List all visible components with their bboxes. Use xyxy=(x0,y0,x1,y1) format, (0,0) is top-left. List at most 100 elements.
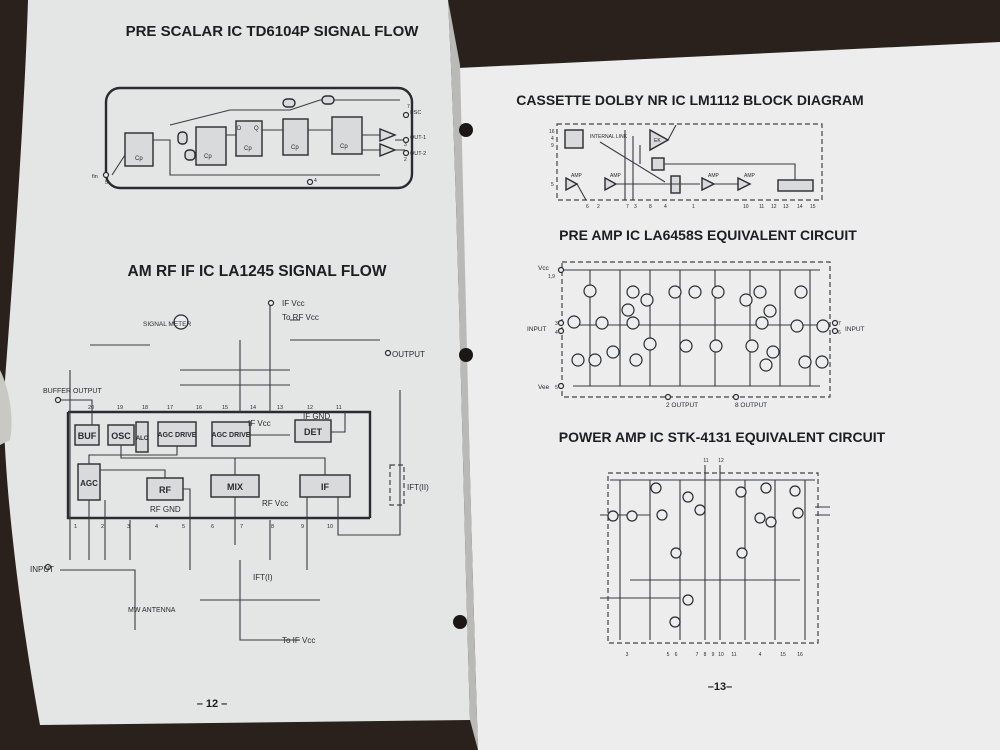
diagram-label: 8 xyxy=(271,524,274,530)
dolby-block-diagram: INTERNAL LINK EK AMP AMP AMP AMP 16 4 9 … xyxy=(549,123,823,210)
diagram-label: AGC DRIVE xyxy=(158,432,197,439)
binder-hole xyxy=(459,348,473,362)
diagram-label: 4 xyxy=(551,136,554,142)
diagram-label: AGC DRIVE xyxy=(212,432,251,439)
diagram-label: 5 xyxy=(551,182,554,188)
diagram-label: RF GND xyxy=(150,505,181,514)
diagram-label: 3 xyxy=(127,524,130,530)
diagram-label: 2 xyxy=(404,157,407,163)
diagram-label: 16 xyxy=(797,652,803,658)
diagram-label: 4 xyxy=(664,204,667,210)
diagram-label: IFT(II) xyxy=(407,483,429,492)
diagram-label: 11 xyxy=(759,204,764,210)
diagram-label: ALC xyxy=(136,436,149,442)
diagram-label: 12 xyxy=(307,405,313,411)
diagram-label: DET xyxy=(304,427,323,437)
binder-hole xyxy=(453,615,467,629)
diagram-label: 14 xyxy=(797,204,803,210)
diagram-label: 5 xyxy=(555,385,558,391)
diagram-label: MW ANTENNA xyxy=(128,607,176,614)
diagram-label: INPUT xyxy=(527,326,547,333)
diagram-label: OUTPUT xyxy=(392,350,425,359)
title-prescalar: PRE SCALAR IC TD6104P SIGNAL FLOW xyxy=(126,23,420,40)
diagram-label: 1 xyxy=(74,524,77,530)
diagram-label: 13 xyxy=(277,405,283,411)
diagram-label: Cp xyxy=(204,154,212,160)
diagram-label: BUF xyxy=(78,431,97,441)
binder-hole xyxy=(459,123,473,137)
diagram-label: 19 xyxy=(117,405,123,411)
diagram-label: MIX xyxy=(227,482,243,492)
diagram-label: 12 xyxy=(771,204,777,210)
title-dolby: CASSETTE DOLBY NR IC LM1112 BLOCK DIAGRA… xyxy=(516,92,863,108)
title-poweramp: POWER AMP IC STK-4131 EQUIVALENT CIRCUIT xyxy=(559,429,886,445)
diagram-label: AMP xyxy=(571,173,583,179)
page-number-left: – 12 – xyxy=(197,698,228,710)
diagram-label: 1,9 xyxy=(548,274,555,280)
diagram-label: 20 xyxy=(88,405,94,411)
diagram-label: 11 xyxy=(336,405,342,411)
diagram-label: 14 xyxy=(250,405,256,411)
am-signal-flow-diagram: 20 19 18 17 16 15 14 13 12 11 1 2 3 4 5 … xyxy=(30,299,429,645)
diagram-label: AGC xyxy=(80,479,98,488)
diagram-label: 7 xyxy=(838,321,841,327)
diagram-label: 16 xyxy=(549,129,555,135)
right-page xyxy=(458,42,1000,750)
diagram-label: IF xyxy=(321,482,330,492)
diagram-label: 17 xyxy=(167,405,173,411)
diagram-label: 8 xyxy=(704,652,707,658)
diagram-label: 10 xyxy=(327,524,333,530)
diagram-label: IF GND xyxy=(303,412,330,421)
diagram-label: Cp xyxy=(340,144,348,150)
diagram-label: 3 xyxy=(555,321,558,327)
diagram-label: 2 OUTPUT xyxy=(666,402,698,409)
diagram-label: OUT-2 xyxy=(410,151,426,157)
diagram-label: IF Vcc xyxy=(282,299,305,308)
diagram-label: EK xyxy=(654,138,661,144)
diagram-label: INPUT xyxy=(845,326,865,333)
diagram-label: 7 xyxy=(696,652,699,658)
title-preamp: PRE AMP IC LA6458S EQUIVALENT CIRCUIT xyxy=(559,227,857,243)
diagram-label: OUT-1 xyxy=(410,135,426,141)
diagram-label: 16 xyxy=(196,405,202,411)
diagram-label: Cp xyxy=(135,156,143,162)
diagram-label: 6 xyxy=(211,524,214,530)
diagram-label: AMP xyxy=(708,173,720,179)
diagram-label: IF Vcc xyxy=(248,419,271,428)
diagram-label: 7 xyxy=(240,524,243,530)
diagram-label: 7 xyxy=(626,204,629,210)
diagram-label: OSC xyxy=(111,431,131,441)
diagram-label: 4 xyxy=(555,330,558,336)
diagram-label: 15 xyxy=(810,204,816,210)
diagram-label: BUFFER OUTPUT xyxy=(43,388,102,395)
diagram-label: 18 xyxy=(142,405,148,411)
diagram-label: 5 xyxy=(105,180,108,186)
diagram-label: 8 xyxy=(649,204,652,210)
diagram-label: To IF Vcc xyxy=(282,636,315,645)
diagram-label: PSC xyxy=(410,110,421,116)
diagram-label: To RF Vcc xyxy=(282,313,319,322)
diagram-label: AMP xyxy=(610,173,622,179)
diagram-label: 13 xyxy=(783,204,789,210)
diagram-label: Q xyxy=(254,126,259,132)
diagram-label: AMP xyxy=(744,173,756,179)
diagram-label: 12 xyxy=(718,458,724,464)
diagram-label: 3 xyxy=(626,652,629,658)
diagram-label: SIGNAL METER xyxy=(143,321,191,328)
page-number-right: –13– xyxy=(708,681,732,693)
diagram-label: 5 xyxy=(667,652,670,658)
diagram-label: 10 xyxy=(718,652,724,658)
diagram-label: 4 xyxy=(314,178,317,184)
diagram-label: 9 xyxy=(551,143,554,149)
diagram-label: 3 xyxy=(634,204,637,210)
diagram-label: 1 xyxy=(692,204,695,210)
diagram-label: 15 xyxy=(222,405,228,411)
diagram-label: Cp xyxy=(291,145,299,151)
diagram-label: 7 xyxy=(407,104,410,110)
title-am-rf-if: AM RF IF IC LA1245 SIGNAL FLOW xyxy=(128,263,387,280)
preamp-circuit: Vcc 1,9 INPUT 3 4 Vee 5 7 6 INPUT 2 OUTP… xyxy=(527,261,865,409)
diagram-label: D xyxy=(237,126,242,132)
diagram-label: 15 xyxy=(780,652,786,658)
diagram-label: fin xyxy=(92,174,98,180)
